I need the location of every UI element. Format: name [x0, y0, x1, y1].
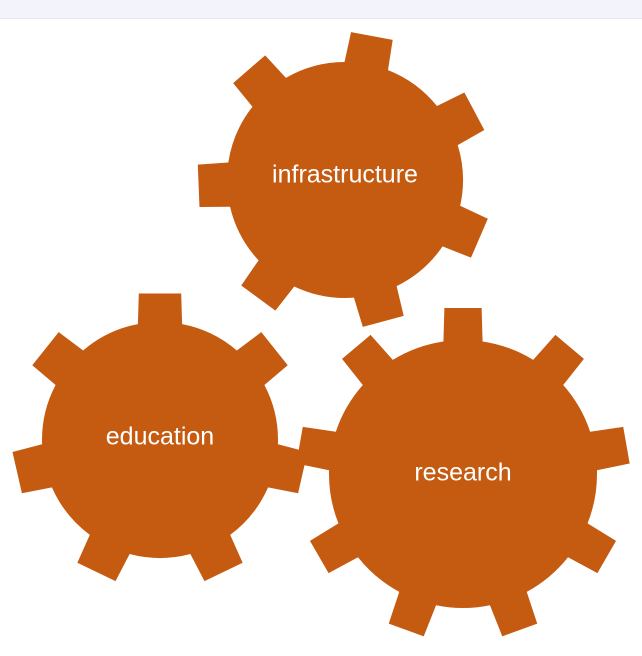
gear-infrastructure-shape	[197, 32, 488, 327]
gear-research-shape	[296, 308, 630, 637]
gear-infrastructure-label: infrastructure	[272, 161, 418, 189]
gear-education: education	[12, 293, 308, 582]
gear-research-label: research	[414, 459, 511, 487]
gear-education-shape	[12, 293, 308, 582]
top-strip	[0, 0, 642, 19]
gear-research: research	[296, 308, 630, 637]
gear-infrastructure: infrastructure	[197, 32, 488, 327]
gear-education-label: education	[106, 423, 214, 451]
